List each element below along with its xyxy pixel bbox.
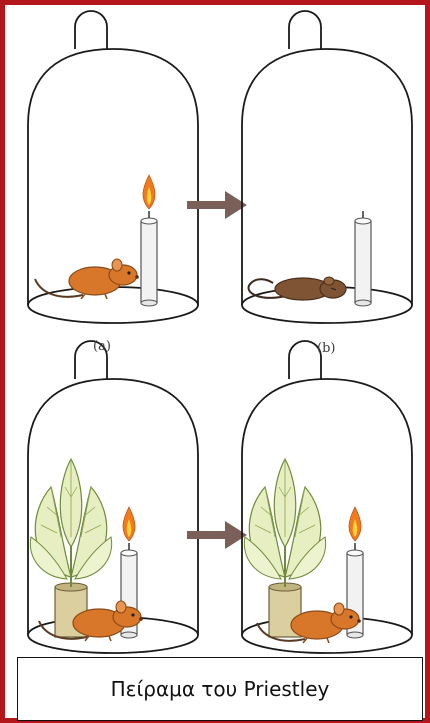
candle-icon bbox=[355, 211, 371, 306]
panel-a bbox=[28, 11, 198, 323]
candle-icon bbox=[141, 211, 157, 306]
panel-label-b: (b) bbox=[317, 341, 335, 356]
flame-icon bbox=[143, 175, 155, 209]
panel-b bbox=[242, 11, 412, 323]
flame-icon bbox=[349, 507, 361, 541]
caption-box: Πείραμα του Priestley bbox=[17, 657, 423, 721]
figure-caption: Πείραμα του Priestley bbox=[111, 677, 330, 701]
bell-jar-icon bbox=[242, 11, 412, 323]
arrow-right-icon bbox=[187, 191, 247, 219]
priestley-diagram bbox=[5, 5, 425, 718]
panel-label-a: (a) bbox=[93, 339, 111, 354]
arrow-right-icon bbox=[187, 521, 247, 549]
mouse-icon bbox=[249, 277, 346, 300]
panel-c bbox=[28, 341, 198, 653]
plant-icon bbox=[244, 459, 325, 637]
flame-icon bbox=[123, 507, 135, 541]
panel-d bbox=[242, 341, 412, 653]
